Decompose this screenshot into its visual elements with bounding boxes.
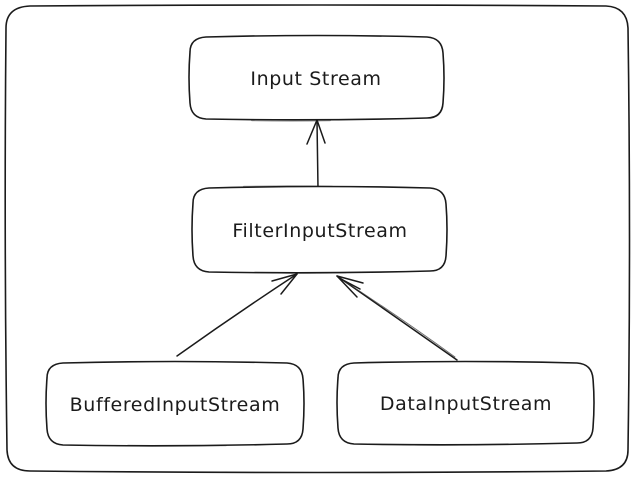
node-filter-input-stream-box xyxy=(191,185,448,274)
edge-filterinputstream-to-inputstream xyxy=(306,119,326,189)
node-data-input-stream-box xyxy=(336,360,595,446)
node-buffered-input-stream-box xyxy=(45,360,305,447)
open-arrowhead-icon xyxy=(336,275,364,298)
node-input-stream-box xyxy=(188,34,445,121)
node-filter-input-stream-label: FilterInputStream xyxy=(232,220,407,242)
node-buffered-input-stream: BufferedInputStream xyxy=(45,360,305,447)
edge-double-stroke xyxy=(340,278,456,358)
node-input-stream-label: Input Stream xyxy=(250,68,381,90)
canvas-border xyxy=(4,4,631,474)
node-data-input-stream-label: DataInputStream xyxy=(380,393,552,415)
node-data-input-stream: DataInputStream xyxy=(336,360,595,446)
node-buffered-input-stream-label: BufferedInputStream xyxy=(70,394,281,416)
node-filter-input-stream: FilterInputStream xyxy=(191,185,448,274)
open-arrowhead-icon xyxy=(271,273,298,295)
node-input-stream: Input Stream xyxy=(188,34,445,121)
open-arrowhead-icon xyxy=(306,119,326,145)
edge-bufferedinputstream-to-filterinputstream xyxy=(176,273,298,357)
edge-line xyxy=(316,120,319,189)
edge-line xyxy=(176,273,298,357)
edge-datainputstream-to-filterinputstream xyxy=(336,275,458,361)
